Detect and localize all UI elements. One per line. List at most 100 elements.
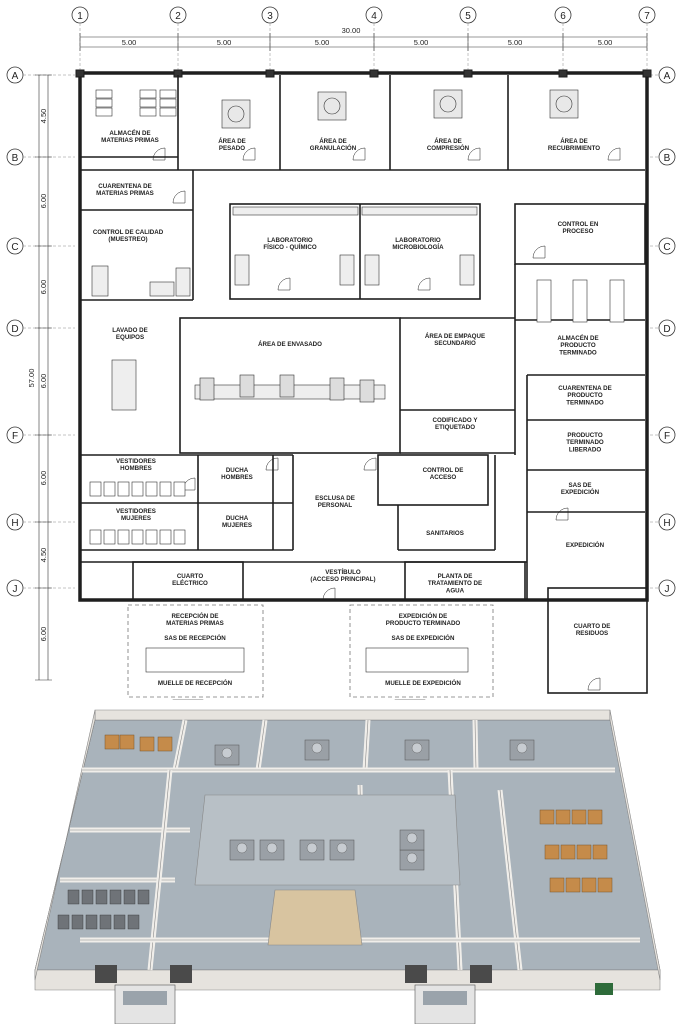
axis-label: H [11, 518, 18, 529]
axis-label: 7 [644, 11, 650, 22]
iso-wall [94, 709, 611, 721]
bay-dimension: 5.00 [414, 38, 429, 47]
bay-dimension: 5.00 [315, 38, 330, 47]
iso-box [560, 844, 576, 860]
bay-dimension: 5.00 [508, 38, 523, 47]
axis-label: 6 [560, 11, 566, 22]
room-label-sas-expedicion: SAS DE EXPEDICIÓN [392, 634, 455, 642]
iso-box [592, 844, 608, 860]
axis-bubble [658, 66, 676, 84]
iso-dock-door [95, 965, 117, 983]
axis-label: 4 [371, 11, 377, 22]
row-dimension: 6.00 [39, 194, 48, 209]
iso-room [194, 794, 461, 886]
room-label-muelle-recepcion: MUELLE DE RECEPCIÓN [158, 679, 233, 687]
iso-locker [109, 889, 122, 905]
iso-box [119, 734, 135, 750]
axis-bubble [658, 426, 676, 444]
total-height-label: 57.00 [27, 369, 36, 388]
iso-box [544, 844, 560, 860]
axis-label: C [663, 242, 670, 253]
iso-locker [123, 889, 136, 905]
axis-label: B [12, 153, 19, 164]
iso-locker [67, 889, 80, 905]
axis-label: D [11, 324, 18, 335]
room-label-muelle-expedicion: MUELLE DE EXPEDICIÓN [385, 679, 461, 687]
iso-box [139, 736, 155, 752]
axis-label: B [664, 153, 671, 164]
iso-waste-bin [595, 983, 613, 995]
axis-label: A [664, 71, 671, 82]
iso-dock-door [470, 965, 492, 983]
iso-locker [127, 914, 140, 930]
axis-label: A [12, 71, 19, 82]
row-dimension: 6.00 [39, 374, 48, 389]
iso-locker [113, 914, 126, 930]
room-label-envasado: ÁREA DE ENVASADO [258, 341, 322, 348]
row-dimension: 6.00 [39, 280, 48, 295]
iso-box [576, 844, 592, 860]
iso-box [539, 809, 555, 825]
iso-wall [34, 709, 96, 981]
total-width-label: 30.00 [342, 26, 361, 35]
room-label-sas-recepcion: SAS DE RECEPCIÓN [164, 634, 226, 642]
iso-box [549, 877, 565, 893]
axis-label: F [12, 431, 18, 442]
axis-label: D [663, 324, 670, 335]
iso-box [555, 809, 571, 825]
axis-bubble [658, 319, 676, 337]
room-label-expedicion: EXPEDICIÓN [566, 541, 605, 549]
axis-bubble [658, 237, 676, 255]
iso-locker [71, 914, 84, 930]
iso-locker [95, 889, 108, 905]
iso-locker [85, 914, 98, 930]
iso-box [587, 809, 603, 825]
iso-locker [99, 914, 112, 930]
iso-locker [57, 914, 70, 930]
axis-label: 1 [77, 11, 83, 22]
axis-bubble [658, 579, 676, 597]
axis-bubble [658, 148, 676, 166]
bay-dimension: 5.00 [217, 38, 232, 47]
iso-vestibule [267, 889, 363, 946]
iso-box [571, 809, 587, 825]
row-dimension: 6.00 [39, 627, 48, 642]
room-label-control-calidad: CONTROL DE CALIDAD(MUESTREO) [93, 229, 164, 243]
iso-box [581, 877, 597, 893]
iso-dock-door [170, 965, 192, 983]
axis-bubble [658, 513, 676, 531]
isometric-view [34, 709, 661, 1024]
axis-label: 3 [267, 11, 273, 22]
iso-box [597, 877, 613, 893]
axis-label: 5 [465, 11, 471, 22]
walls [75, 69, 652, 698]
axis-label: J [13, 584, 18, 595]
iso-box [565, 877, 581, 893]
iso-box [104, 734, 120, 750]
row-dimension: 6.00 [39, 471, 48, 486]
bay-dimension: 5.00 [122, 38, 137, 47]
